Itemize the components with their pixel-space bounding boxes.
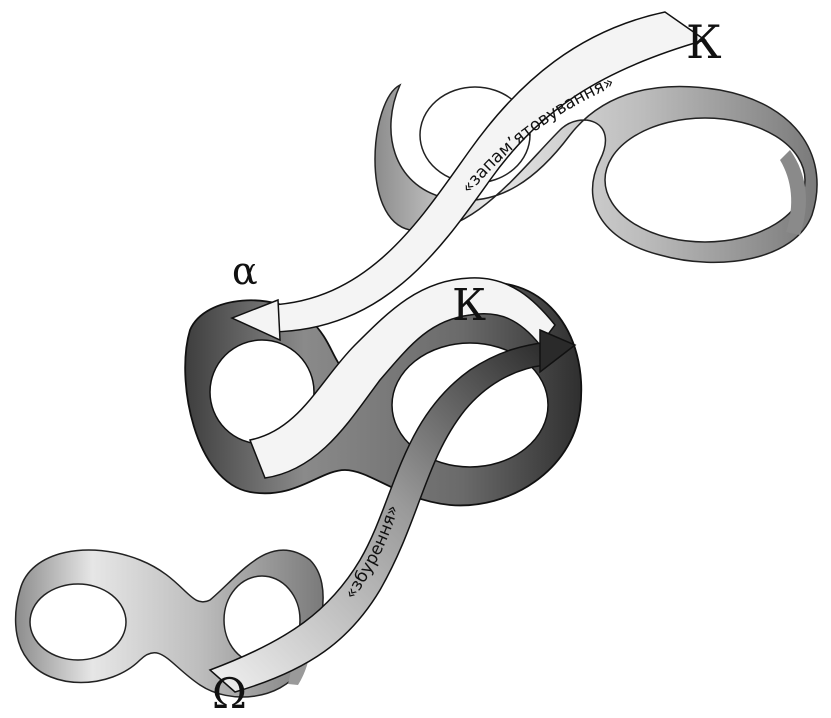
label-omega: Ω bbox=[212, 669, 247, 718]
bottom-loop-left-hole bbox=[30, 584, 126, 660]
label-kappa-top: К bbox=[686, 15, 722, 69]
label-alpha: α bbox=[232, 249, 258, 293]
label-kappa-middle: К bbox=[452, 280, 486, 331]
top-loop-right-hole bbox=[605, 118, 805, 242]
